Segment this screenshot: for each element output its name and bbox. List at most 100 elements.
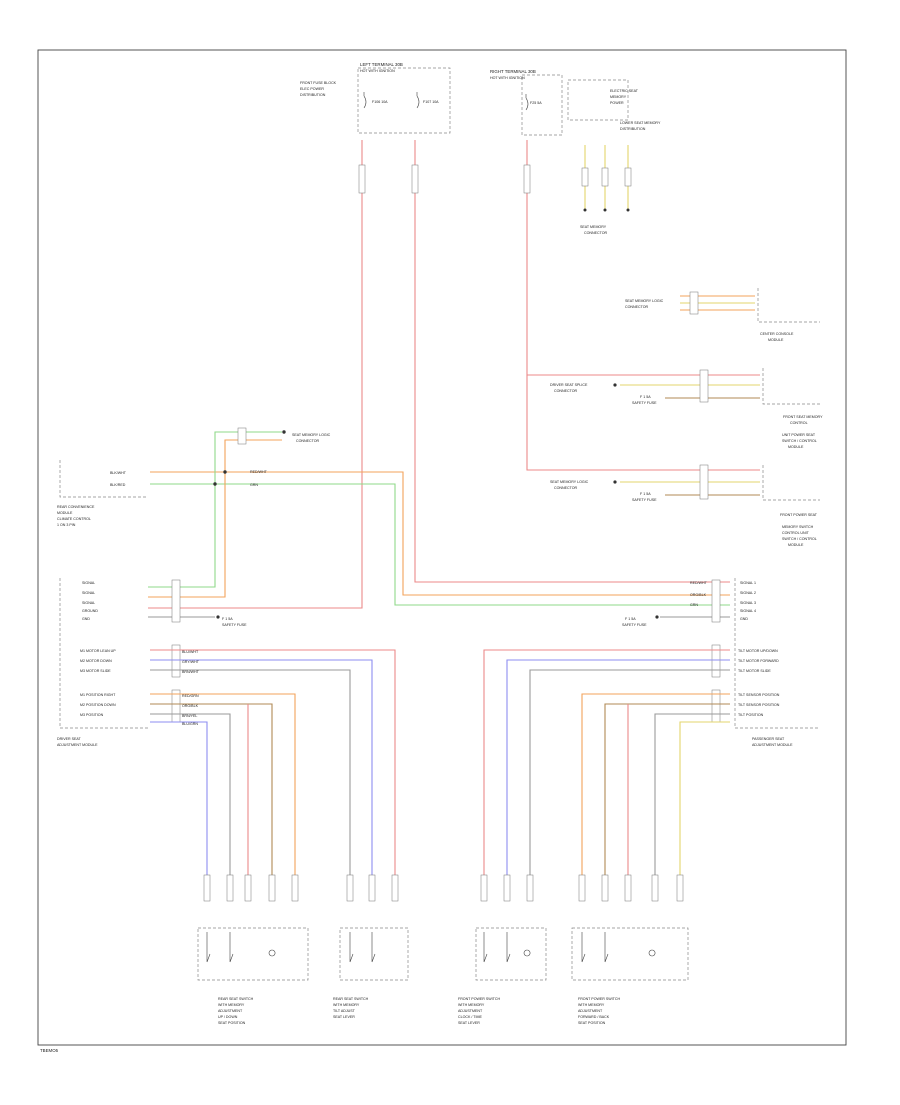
mid-tag-5: ORG/BLK bbox=[182, 704, 199, 708]
pin-r-5: GND bbox=[740, 617, 748, 621]
connector-icon bbox=[523, 164, 531, 194]
splice1: SEAT MEMORY LOGIC bbox=[625, 299, 664, 303]
wire-red-module-feed-2 bbox=[526, 375, 760, 471]
left-fuse-block-name: LEFT TERMINAL 30B bbox=[360, 62, 403, 67]
switch-box-3: FRONT POWER SWITCH WITH MEMORY ADJUSTMEN… bbox=[458, 927, 547, 1025]
mid-tag-6: BRN/YEL bbox=[182, 714, 197, 718]
left-fuse-block: LEFT TERMINAL 30B HOT WITH IGNITION F106… bbox=[357, 62, 451, 134]
right-tag-org: ORG/BLK bbox=[690, 593, 707, 597]
wire-pas-1 bbox=[483, 649, 730, 880]
pin-l-1: SIGNAL bbox=[82, 581, 95, 585]
right-fuse-block: RIGHT TERMINAL 30B HOT WITH IGNITION F25… bbox=[490, 69, 563, 136]
fuse-rr-2: SAFETY FUSE bbox=[622, 623, 647, 627]
center-console-2: MODULE bbox=[768, 338, 784, 342]
left-top-tag-2: BLK/RED bbox=[110, 483, 126, 487]
right-tag-grn: GRN bbox=[690, 603, 698, 607]
power-seat-memory-module: SEAT MEMORY LOGIC CONNECTOR F 1 5A SAFET… bbox=[550, 464, 820, 547]
sw1-a: REAR SEAT SWITCH bbox=[218, 997, 254, 1001]
sw2-c: TILT ADJUST bbox=[333, 1009, 356, 1013]
fuse-left-2: SAFETY FUSE bbox=[222, 623, 247, 627]
splice2: DRIVER SEAT SPLICE bbox=[550, 383, 588, 387]
wire-pas-2 bbox=[506, 659, 730, 880]
mid-tag-4: RED/GRN bbox=[182, 694, 199, 698]
pin-r-9: TILT SENSOR POSITION bbox=[738, 693, 780, 697]
splice4: SEAT MEMORY LOGIC bbox=[292, 433, 331, 437]
pin-l-3: SIGNAL bbox=[82, 601, 95, 605]
center-tag-red: RED/WHT bbox=[250, 470, 268, 474]
front-ign-2: ELEC POWER bbox=[300, 87, 324, 91]
wire-orange-splice bbox=[224, 439, 282, 472]
right-block-label-1: ELECTRIC SEAT bbox=[610, 89, 639, 93]
pin-r-10: TILT SENSOR POSITION bbox=[738, 703, 780, 707]
wire-green-down bbox=[148, 484, 216, 588]
pass-mod-1: PASSENGER SEAT bbox=[752, 737, 785, 741]
left-fuse-block-sub: HOT WITH IGNITION bbox=[360, 69, 395, 73]
switch-box-2: REAR SEAT SWITCH WITH MEMORY TILT ADJUST… bbox=[333, 927, 409, 1019]
center-tag-grn: GRN bbox=[250, 483, 258, 487]
pin-r-3: SIGNAL 3 bbox=[740, 601, 756, 605]
mid-tag-1: BLU/WHT bbox=[182, 650, 199, 654]
top-right-leads: SEAT MEMORY CONNECTOR bbox=[580, 145, 632, 235]
mid-tag-2: GRY/WHT bbox=[182, 660, 200, 664]
front-ign-1: FRONT FUSE BLOCK bbox=[300, 81, 337, 85]
switch-box-1: REAR SEAT SWITCH WITH MEMORY ADJUSTMENT … bbox=[197, 927, 309, 1025]
wire-red-left-feed bbox=[148, 140, 363, 609]
wire-drv-4 bbox=[150, 693, 296, 880]
pin-group-label-2: DISTRIBUTION bbox=[620, 127, 646, 131]
sw2-b: WITH MEMORY bbox=[333, 1003, 360, 1007]
fuse-mid: F 1 5A bbox=[640, 395, 651, 399]
wire-orange-down bbox=[148, 472, 226, 598]
power-seat-mem-4: SWITCH / CONTROL bbox=[782, 537, 817, 541]
sw4-d: FORWARD / BACK bbox=[578, 1015, 610, 1019]
front-ign-3: DISTRIBUTION bbox=[300, 93, 326, 97]
pin-l-8: M3 MOTOR SLIDE bbox=[80, 669, 111, 673]
splice3: SEAT MEMORY LOGIC bbox=[550, 480, 589, 484]
right-fuse: F25 5A bbox=[530, 101, 542, 105]
sw2-d: SEAT LEVER bbox=[333, 1015, 355, 1019]
pin-r-4: SIGNAL 4 bbox=[740, 609, 756, 613]
pin-l-5: GND bbox=[82, 617, 90, 621]
mid-tag-3: BRN/WHT bbox=[182, 670, 200, 674]
sw4-e: SEAT POSITION bbox=[578, 1021, 606, 1025]
right-top-block: ELECTRIC SEAT MEMORY POWER LOWER SEAT ME… bbox=[567, 79, 661, 131]
passenger-seat-module: PASSENGER SEAT ADJUSTMENT MODULE F 1 5A … bbox=[622, 578, 820, 747]
switch-contact-icon bbox=[581, 932, 656, 963]
pin-group-label: LOWER SEAT MEMORY bbox=[620, 121, 661, 125]
switch-contact-icon bbox=[349, 932, 376, 963]
passenger-pin-labels: SIGNAL 1 SIGNAL 2 SIGNAL 3 SIGNAL 4 GND … bbox=[738, 581, 780, 717]
splice-dot bbox=[223, 470, 227, 474]
driver-pin-labels: SIGNAL SIGNAL SIGNAL GROUND GND M1 MOTOR… bbox=[80, 581, 116, 717]
pin-r-6: TILT MOTOR UP/DOWN bbox=[738, 649, 778, 653]
front-seat-mem-2: CONTROL bbox=[790, 421, 808, 425]
wire-green-cross bbox=[150, 483, 730, 606]
pin-l-4: GROUND bbox=[82, 609, 98, 613]
power-seat-mem-3: CONTROL UNIT bbox=[782, 531, 810, 535]
splice4b: CONNECTOR bbox=[296, 439, 319, 443]
connector-icon bbox=[411, 164, 419, 194]
switch-box-4: FRONT POWER SWITCH WITH MEMORY ADJUSTMEN… bbox=[571, 927, 689, 1025]
fuse-mid-2: SAFETY FUSE bbox=[632, 401, 657, 405]
driver-mod-2: ADJUSTMENT MODULE bbox=[57, 743, 98, 747]
right-block-label-3: POWER bbox=[610, 101, 624, 105]
diagram-frame bbox=[37, 49, 847, 1046]
sw3-e: SEAT LEVER bbox=[458, 1021, 480, 1025]
mid-tag-7: BLU/GRN bbox=[182, 722, 198, 726]
splice1b: CONNECTOR bbox=[625, 305, 648, 309]
pin-l-10: M2 POSITION DOWN bbox=[80, 703, 116, 707]
fuse-right-2: SAFETY FUSE bbox=[632, 498, 657, 502]
sw3-c: ADJUSTMENT bbox=[458, 1009, 483, 1013]
driver-mod-1: DRIVER SEAT bbox=[57, 737, 82, 741]
wire-pas-3 bbox=[529, 669, 730, 880]
front-seat-mem-5: MODULE bbox=[788, 445, 804, 449]
pin-l-6: M1 MOTOR LEAN UP bbox=[80, 649, 116, 653]
wire-pas-7 bbox=[679, 721, 730, 880]
connector-icon bbox=[358, 164, 366, 194]
center-console-module: SEAT MEMORY LOGIC CONNECTOR CENTER CONSO… bbox=[625, 288, 820, 342]
wire-red-module-feed bbox=[526, 140, 760, 376]
left-fuse-b: F107 10A bbox=[423, 100, 439, 104]
pin-r-8: TILT MOTOR SLIDE bbox=[738, 669, 771, 673]
power-seat-mem-1: FRONT POWER SEAT bbox=[780, 513, 818, 517]
wire-drv-6 bbox=[150, 713, 231, 880]
pin-l-9: M1 POSITION RIGHT bbox=[80, 693, 116, 697]
